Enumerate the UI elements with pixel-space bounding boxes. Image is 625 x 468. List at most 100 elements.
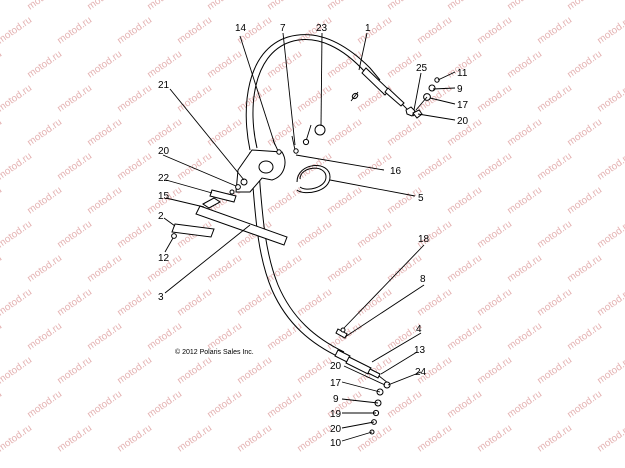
watermark-text: motod.ru: [415, 287, 454, 319]
watermark-text: motod.ru: [505, 253, 544, 285]
callout-1: 1: [365, 23, 371, 34]
callout-7: 7: [280, 23, 286, 34]
watermark-text: motod.ru: [175, 355, 214, 387]
watermark-text: motod.ru: [445, 185, 484, 217]
watermark-text: motod.ru: [355, 151, 394, 183]
watermark-text: motod.ru: [475, 355, 514, 387]
watermark-text: motod.ru: [595, 355, 625, 387]
watermark-text: motod.ru: [55, 287, 94, 319]
callout-9-upper: 9: [457, 84, 463, 95]
watermark-text: motod.ru: [55, 423, 94, 455]
watermark-text: motod.ru: [445, 253, 484, 285]
watermark-text: motod.ru: [175, 83, 214, 115]
callout-20-bracket: 20: [158, 146, 170, 157]
watermark-text: motod.ru: [295, 287, 334, 319]
watermark-text: motod.ru: [565, 321, 604, 353]
watermark-text: motod.ru: [295, 423, 334, 455]
cable-assembly: [245, 34, 440, 435]
watermark-text: motod.ru: [565, 389, 604, 421]
watermark-text: motod.ru: [0, 83, 34, 115]
watermark-text: motod.ru: [145, 389, 184, 421]
watermark-text: motod.ru: [0, 219, 34, 251]
watermark-text: motod.ru: [385, 253, 424, 285]
watermark-text: motod.ru: [505, 0, 544, 12]
watermark-text: motod.ru: [0, 423, 34, 455]
watermark-text: motod.ru: [475, 15, 514, 47]
watermark-text: motod.ru: [595, 151, 625, 183]
watermark-text: motod.ru: [355, 15, 394, 47]
callout-19: 19: [330, 409, 342, 420]
watermark-text: motod.ru: [505, 49, 544, 81]
callout-20-upper: 20: [457, 116, 469, 127]
watermark-text: motod.ru: [145, 321, 184, 353]
watermark-text: motod.ru: [595, 423, 625, 455]
watermark-text: motod.ru: [145, 117, 184, 149]
watermark-text: motod.ru: [505, 389, 544, 421]
watermark-text: motod.ru: [475, 287, 514, 319]
watermark-text: motod.ru: [265, 321, 304, 353]
watermark-text: motod.ru: [85, 253, 124, 285]
watermark-text: motod.ru: [595, 83, 625, 115]
watermark-text: motod.ru: [385, 389, 424, 421]
watermark-text: motod.ru: [115, 151, 154, 183]
watermark-text: motod.ru: [145, 49, 184, 81]
watermark-text: motod.ru: [475, 83, 514, 115]
watermark-text: motod.ru: [535, 83, 574, 115]
callout-20-lower-b: 20: [330, 424, 342, 435]
watermark-text: motod.ru: [0, 151, 34, 183]
watermark-text: motod.ru: [265, 253, 304, 285]
watermark-text: motod.ru: [85, 389, 124, 421]
watermark-text: motod.ru: [265, 389, 304, 421]
watermark-text: motod.ru: [325, 117, 364, 149]
watermark-text: motod.ru: [505, 117, 544, 149]
callout-17-upper: 17: [457, 100, 469, 111]
watermark-text: motod.ru: [55, 219, 94, 251]
watermark-text: motod.ru: [0, 389, 4, 421]
watermark-text: motod.ru: [325, 0, 364, 12]
watermark-text: motod.ru: [475, 423, 514, 455]
watermark-text: motod.ru: [175, 287, 214, 319]
callout-15: 15: [158, 191, 170, 202]
watermark-text: motod.ru: [0, 49, 4, 81]
watermark-text: motod.ru: [205, 49, 244, 81]
watermark-text: motod.ru: [145, 0, 184, 12]
watermark-text: motod.ru: [535, 423, 574, 455]
callout-22: 22: [158, 173, 170, 184]
callout-17-lower: 17: [330, 378, 342, 389]
watermark-text: motod.ru: [565, 0, 604, 12]
callout-labels: 14 7 23 1 25 11 9 17 20 21 20 16 22 5 15…: [158, 23, 469, 449]
watermark-text: motod.ru: [205, 117, 244, 149]
watermark-text: motod.ru: [205, 389, 244, 421]
watermark-text: motod.ru: [295, 15, 334, 47]
mounting-bracket: [171, 124, 331, 246]
watermark-text: motod.ru: [295, 219, 334, 251]
watermark-text: motod.ru: [445, 389, 484, 421]
watermark-text: motod.ru: [85, 0, 124, 12]
watermark-text: motod.ru: [505, 321, 544, 353]
watermark-text: motod.ru: [25, 117, 64, 149]
watermark-text: motod.ru: [85, 185, 124, 217]
watermark-text: motod.ru: [535, 287, 574, 319]
watermark-text: motod.ru: [355, 287, 394, 319]
watermark-text: motod.ru: [565, 117, 604, 149]
watermark-text: motod.ru: [505, 185, 544, 217]
watermark-text: motod.ru: [265, 185, 304, 217]
watermark-text: motod.ru: [25, 0, 64, 12]
watermark-text: motod.ru: [535, 15, 574, 47]
watermark-text: motod.ru: [385, 0, 424, 12]
watermark-text: motod.ru: [25, 253, 64, 285]
watermark-text: motod.ru: [535, 151, 574, 183]
watermark-text: motod.ru: [115, 219, 154, 251]
watermark-text: motod.ru: [25, 49, 64, 81]
watermark-text: motod.ru: [55, 83, 94, 115]
watermark-text: motod.ru: [445, 321, 484, 353]
callout-9-lower: 9: [333, 394, 339, 405]
watermark-text: motod.ru: [0, 15, 34, 47]
watermark-text: motod.ru: [265, 0, 304, 12]
watermark-text: motod.ru: [55, 15, 94, 47]
watermark-text: motod.ru: [55, 151, 94, 183]
watermark-text: motod.ru: [85, 321, 124, 353]
watermark-text: motod.ru: [205, 0, 244, 12]
watermark-text: motod.ru: [565, 185, 604, 217]
watermark-text: motod.ru: [295, 355, 334, 387]
